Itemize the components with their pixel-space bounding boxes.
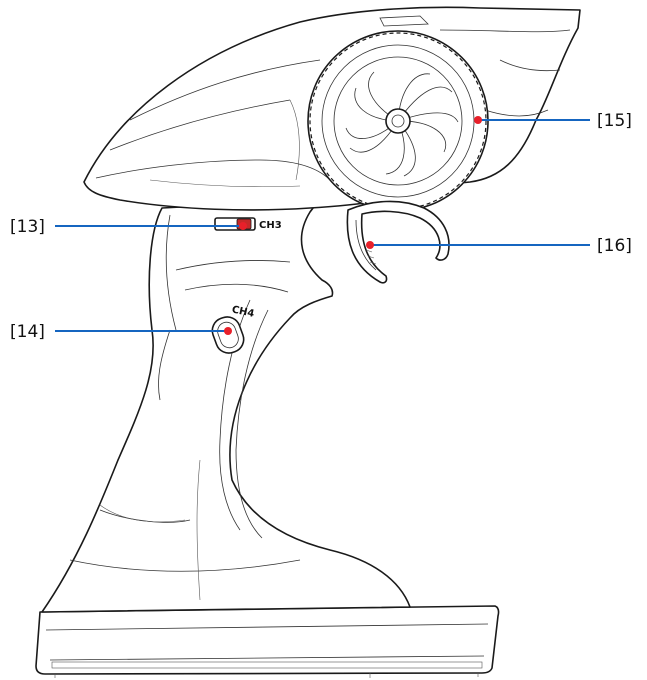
callout-label-13: [13] (10, 217, 45, 237)
callout-label-15: [15] (597, 111, 632, 131)
callout-13: [13] (10, 217, 247, 237)
ch3-switch: CH3 (214, 217, 282, 231)
callout-15: [15] (474, 111, 632, 131)
callout-label-14: [14] (10, 322, 45, 342)
transmitter-base (35, 605, 500, 678)
callout-label-16: [16] (597, 236, 632, 256)
throttle-trigger (346, 200, 450, 284)
ch4-label: CH4 (231, 304, 255, 319)
ch3-label: CH3 (259, 220, 282, 231)
marker-dot-14 (224, 327, 232, 335)
ch4-button: CH4 (211, 304, 255, 354)
callout-14: [14] (10, 322, 232, 342)
callout-16: [16] (366, 236, 632, 256)
marker-dot-15 (474, 116, 482, 124)
steering-wheel (307, 30, 489, 212)
marker-dot-16 (366, 241, 374, 249)
marker-dot-13 (239, 222, 247, 230)
